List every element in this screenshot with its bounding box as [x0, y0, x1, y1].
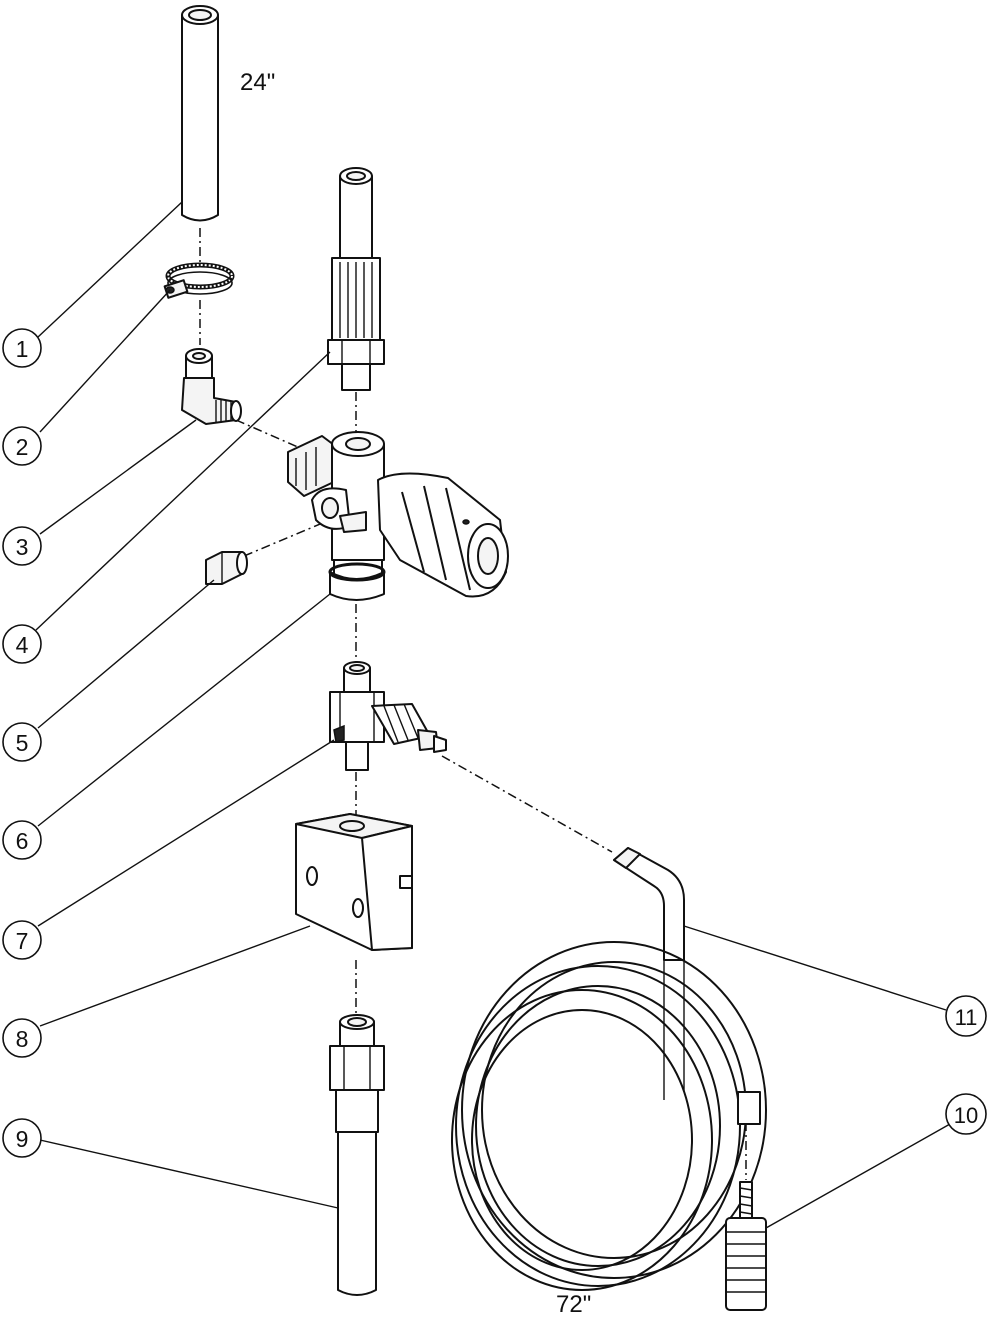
coil-hose — [451, 847, 767, 1291]
axis-plug-valve — [243, 521, 326, 557]
plug — [205, 551, 248, 585]
callout-balloon-7 — [2, 920, 42, 960]
callout-number-9: 9 — [16, 1126, 29, 1152]
inlet-hose — [181, 5, 219, 222]
callout-balloon-3 — [2, 526, 42, 566]
callout-balloon-8 — [2, 1018, 42, 1058]
callout-number-7: 7 — [16, 928, 29, 954]
callout-number-1: 1 — [16, 336, 29, 362]
mounting-block — [295, 813, 413, 951]
inlet-hose-length-label: 24" — [240, 69, 275, 96]
axis-elbow-valve — [235, 419, 301, 449]
strainer — [725, 1181, 767, 1311]
callout-balloon-6 — [2, 820, 42, 860]
leader-6 — [37, 593, 331, 827]
unloader-valve — [287, 431, 509, 601]
leader-8 — [39, 925, 311, 1027]
leader-5 — [37, 579, 215, 729]
callout-number-8: 8 — [16, 1026, 29, 1052]
leader-9 — [39, 1139, 339, 1209]
outlet-tube — [327, 167, 385, 391]
leader-11 — [683, 925, 947, 1011]
chemical-injector — [329, 661, 447, 771]
coil-hose-length-label: 72" — [556, 1291, 591, 1318]
callout-balloon-10 — [945, 1093, 987, 1135]
callout-number-4: 4 — [16, 632, 29, 658]
axis-injector-coil — [441, 755, 613, 853]
callout-balloon-1 — [2, 328, 42, 368]
callout-balloon-4 — [2, 624, 42, 664]
elbow-fitting — [181, 348, 242, 425]
callout-balloon-11 — [945, 995, 987, 1037]
callout-number-11: 11 — [955, 1005, 978, 1030]
callout-number-2: 2 — [16, 434, 29, 460]
leader-2 — [39, 289, 171, 433]
callout-balloon-9 — [2, 1118, 42, 1158]
callout-number-10: 10 — [954, 1103, 978, 1128]
leader-10 — [765, 1123, 951, 1229]
leader-4 — [35, 351, 331, 631]
leader-3 — [39, 419, 197, 535]
callout-number-3: 3 — [16, 534, 29, 560]
callout-balloon-2 — [2, 426, 42, 466]
callout-number-5: 5 — [16, 730, 29, 756]
leader-1 — [37, 201, 183, 338]
callout-balloon-5 — [2, 722, 42, 762]
callout-number-6: 6 — [16, 828, 29, 854]
inlet-fitting — [329, 1014, 385, 1296]
hose-clamp — [163, 262, 235, 299]
leader-7 — [37, 739, 335, 927]
